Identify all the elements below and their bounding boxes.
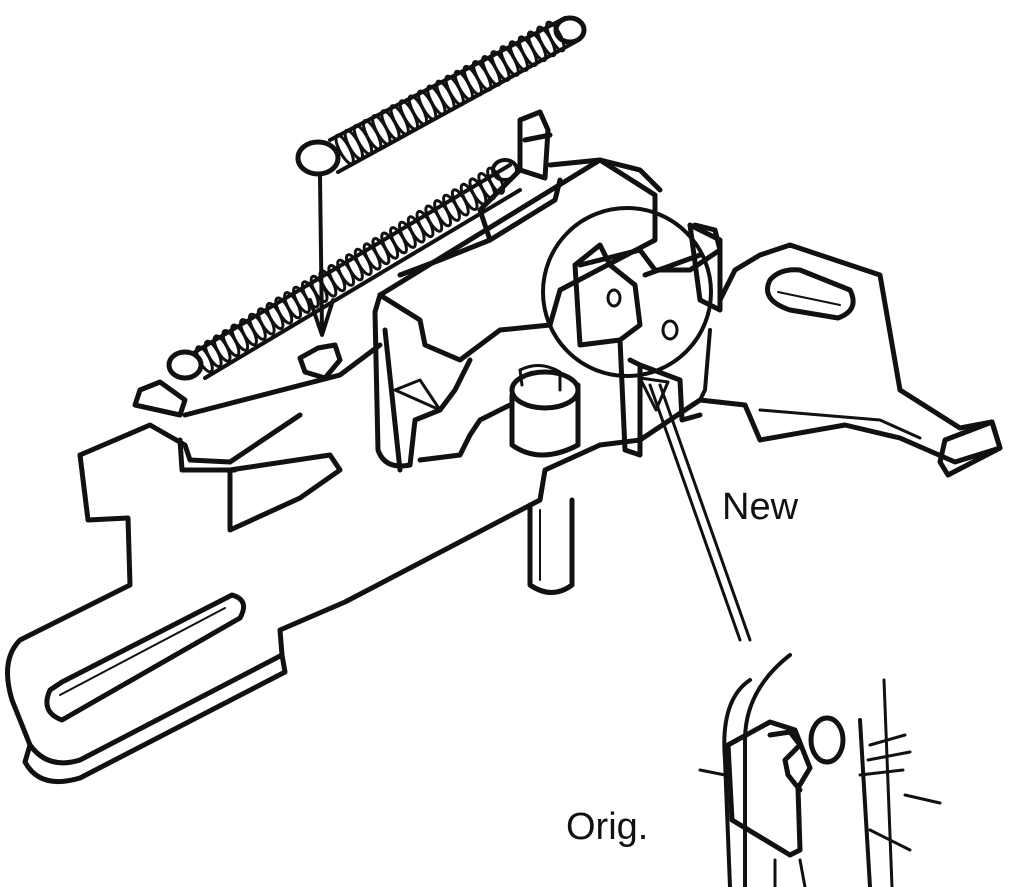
upper-spring	[295, 15, 587, 177]
pivot-post	[509, 364, 581, 595]
leader-lines	[638, 376, 752, 642]
lower-spring	[166, 158, 522, 381]
orig-inset	[698, 653, 942, 887]
install-arrow	[308, 174, 335, 337]
right-tab	[937, 419, 1003, 478]
spring-coil	[545, 20, 566, 53]
new-bracket	[541, 206, 723, 458]
central-block	[372, 157, 658, 473]
base-plate	[5, 242, 1003, 785]
slot-left	[44, 592, 247, 723]
slot-right	[765, 267, 856, 321]
label-orig: Orig.	[566, 806, 649, 848]
upper-plate	[132, 109, 663, 418]
label-new: New	[722, 486, 799, 528]
